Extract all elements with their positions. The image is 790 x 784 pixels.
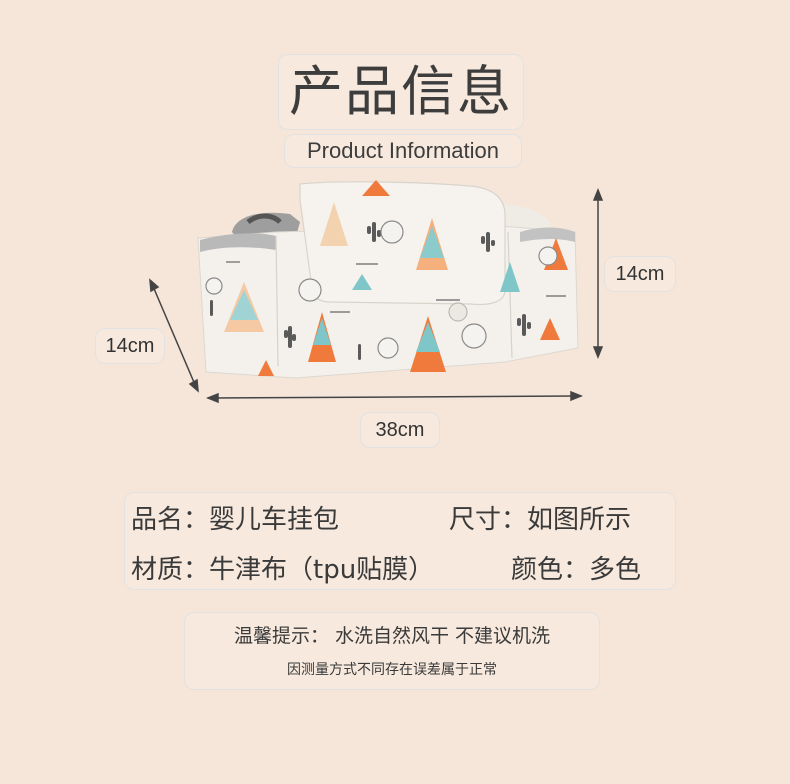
width-dimension-label: 38cm [360,412,440,448]
measurement-note: 因测量方式不同存在误差属于正常 [287,662,497,678]
dimension-lines [149,187,604,404]
product-illustration [149,180,604,404]
animal-doodles [205,220,558,359]
depth-dimension-label: 14cm [95,328,165,364]
care-tips-box: 温馨提示： 水洗自然风干 不建议机洗 因测量方式不同存在误差属于正常 [184,612,600,690]
cactus-pattern [210,222,531,360]
spec-color: 颜色：多色 [511,555,642,585]
care-tip-wash: 温馨提示： 水洗自然风干 不建议机洗 [233,625,551,647]
page-subtitle: Product Information [284,134,522,168]
spec-material: 材质：牛津布（tpu贴膜） [131,555,435,585]
spec-product-name: 品名：婴儿车挂包 [131,505,340,535]
arrow-doodles [226,261,566,313]
page-title: 产品信息 [278,54,524,130]
spec-box: 品名：婴儿车挂包 尺寸：如图所示 材质：牛津布（tpu贴膜） 颜色：多色 [124,492,676,590]
teepee-pattern [224,180,568,376]
height-dimension-label: 14cm [604,256,676,292]
spec-size: 尺寸：如图所示 [449,505,632,535]
